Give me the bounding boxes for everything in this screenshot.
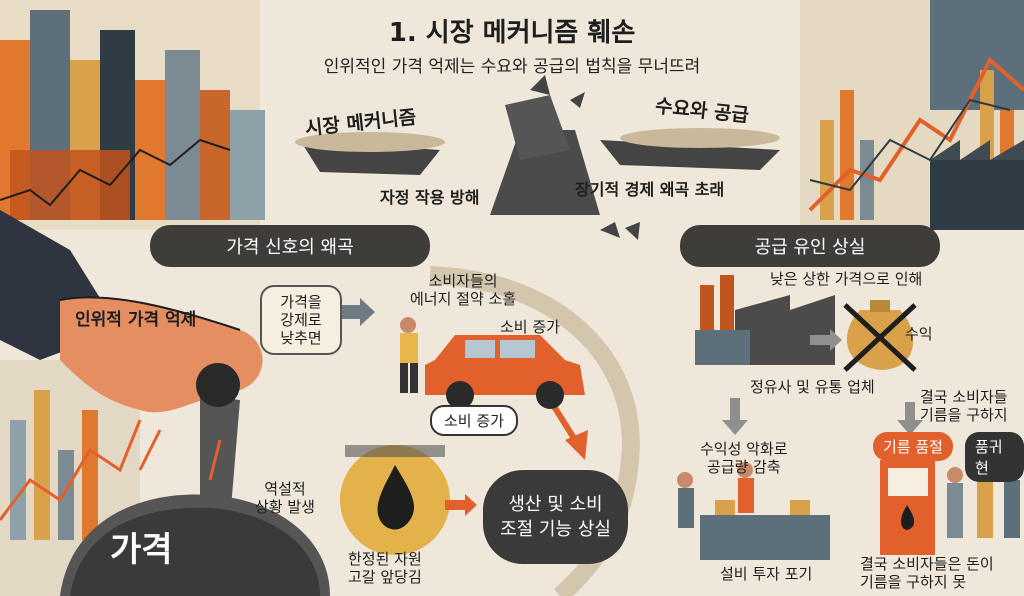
right-chart-illustration: [800, 0, 1024, 230]
workers-illustration: [677, 462, 830, 560]
loss-bubble: 생산 및 소비 조절 기능 상실: [483, 470, 628, 565]
person-illustration: [400, 317, 418, 393]
gas-pump-illustration: [880, 460, 935, 555]
page-subtitle: 인위적인 가격 억제는 수요와 공급의 법칙을 무너뜨려: [323, 57, 701, 77]
supply-cut-text: 수익성 악화로 공급량 감축: [700, 440, 788, 476]
arrow-refiners-down: [722, 398, 748, 435]
consumers-text: 결국 소비자들 기름을 구하지: [920, 388, 1008, 424]
scale-left-caption: 자정 작용 방해: [380, 188, 480, 207]
arrow-factory-to-bag: [810, 329, 842, 351]
left-skyline-illustration: [0, 0, 265, 230]
banner-supply-incentive: 공급 유인 상실: [680, 225, 940, 267]
oil-drop-illustration: [340, 445, 450, 555]
lever-label: 가격: [110, 530, 173, 570]
shortage-pill-2: 품귀 현: [965, 432, 1024, 482]
factory-illustration: [695, 275, 835, 365]
arrow-head-resource: [565, 430, 588, 460]
consumption-up-text: 소비 증가: [500, 318, 560, 336]
refiners-text: 정유사 및 유통 업체: [750, 378, 875, 396]
shortage-pill: 기름 품절: [873, 432, 953, 461]
investment-text: 설비 투자 포기: [720, 565, 813, 583]
money-bag-illustration: [843, 300, 917, 372]
arrow-consumers-down: [897, 402, 923, 435]
force-down-bubble: 가격을 강제로 낮추면: [260, 285, 342, 355]
consumer-text: 소비자들의 에너지 절약 소홀: [410, 272, 517, 308]
resource-text: 한정된 자원 고갈 앞당김: [348, 550, 422, 586]
hand-label: 인위적 가격 억제: [75, 310, 197, 330]
revenue-label: 수익: [905, 325, 933, 343]
arrow-paradox: [445, 494, 477, 516]
scale-illustration: [295, 75, 780, 240]
banner-price-signal: 가격 신호의 왜곡: [150, 225, 430, 267]
bottom-text: 결국 소비자들은 돈이 기름을 구하지 못: [860, 555, 994, 591]
page-title: 1. 시장 메커니즘 훼손: [388, 18, 636, 48]
consumption-up-pill: 소비 증가: [430, 405, 518, 436]
lever-illustration: [60, 363, 330, 596]
low-cap-text: 낮은 상한 가격으로 인해: [770, 270, 923, 288]
paradox-text: 역설적 상황 발생: [255, 480, 315, 516]
scale-right-caption: 장기적 경제 왜곡 초래: [575, 180, 725, 199]
car-illustration: [425, 335, 585, 409]
